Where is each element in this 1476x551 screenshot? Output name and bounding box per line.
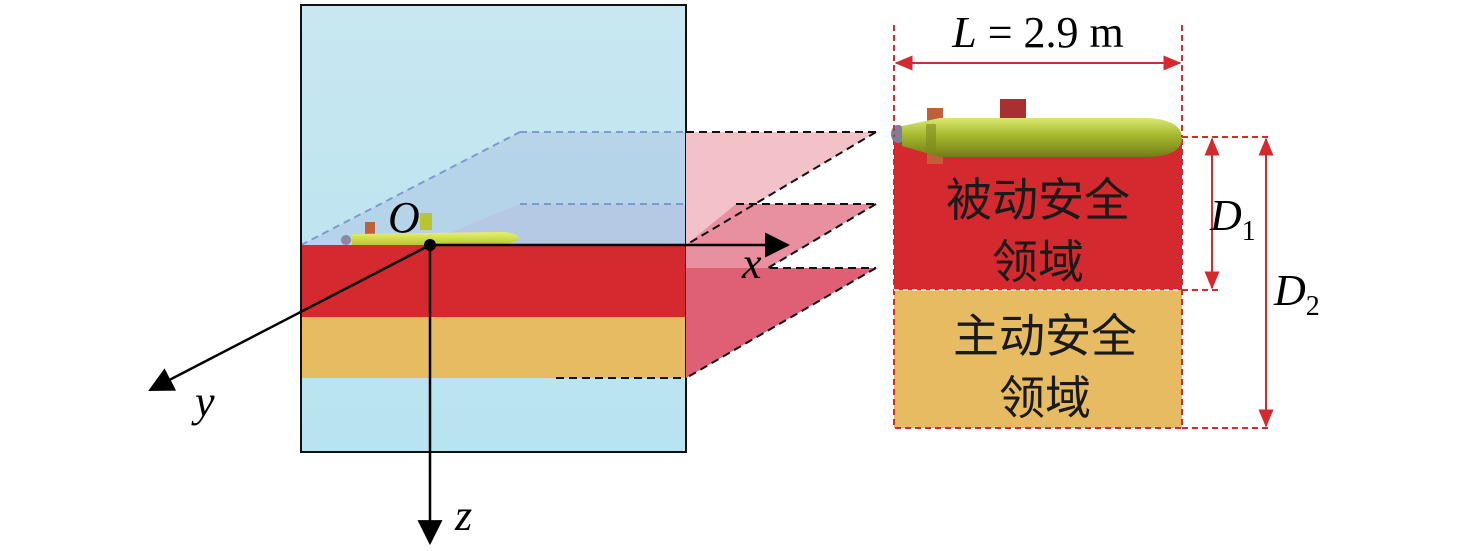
active-layer — [301, 317, 686, 378]
auv-band — [926, 124, 936, 152]
origin-label: O — [388, 193, 420, 242]
length-dimension: L = 2.9 m — [893, 8, 1183, 137]
water-column — [300, 4, 687, 453]
inner-plane-top — [301, 132, 686, 245]
auv-sail — [1000, 99, 1026, 119]
auv-icon — [891, 99, 1182, 164]
y-axis — [148, 243, 431, 392]
z-axis-label: z — [454, 491, 472, 540]
depth1-var: D — [1209, 191, 1242, 240]
active-zone-label-2: 领域 — [999, 371, 1091, 425]
inner-plane-top-edge — [300, 131, 521, 246]
length-label: L = 2.9 m — [951, 8, 1124, 57]
depth2-label: D2 — [1273, 266, 1320, 322]
depth2-sub: 2 — [1306, 291, 1320, 322]
y-axis-label: y — [191, 377, 215, 426]
passive-zone-label-1: 被动安全 — [946, 173, 1130, 227]
origin-point — [424, 239, 436, 251]
projection-planes — [556, 131, 877, 379]
depth1-label: D1 — [1209, 191, 1256, 247]
depth2-var: D — [1273, 266, 1306, 315]
length-var: L — [951, 8, 976, 57]
auv-icon-small — [341, 213, 519, 245]
passive-zone-label-2: 领域 — [992, 235, 1084, 289]
passive-layer — [301, 245, 686, 317]
x-axis-label: x — [741, 239, 762, 288]
depth-dimensions: D1 D2 — [1182, 136, 1320, 429]
active-domain — [894, 290, 1182, 428]
plane-bottom-diag — [685, 267, 877, 379]
active-zone-label-1: 主动安全 — [953, 309, 1137, 363]
plane-top-diag — [685, 131, 877, 246]
coordinate-axes: O x y z — [148, 193, 791, 546]
auv-hull — [902, 118, 1182, 157]
depth1-sub: 1 — [1242, 216, 1256, 247]
length-value: = 2.9 m — [977, 8, 1124, 57]
safety-domain-detail: 被动安全 领域 主动安全 领域 — [893, 136, 1183, 429]
